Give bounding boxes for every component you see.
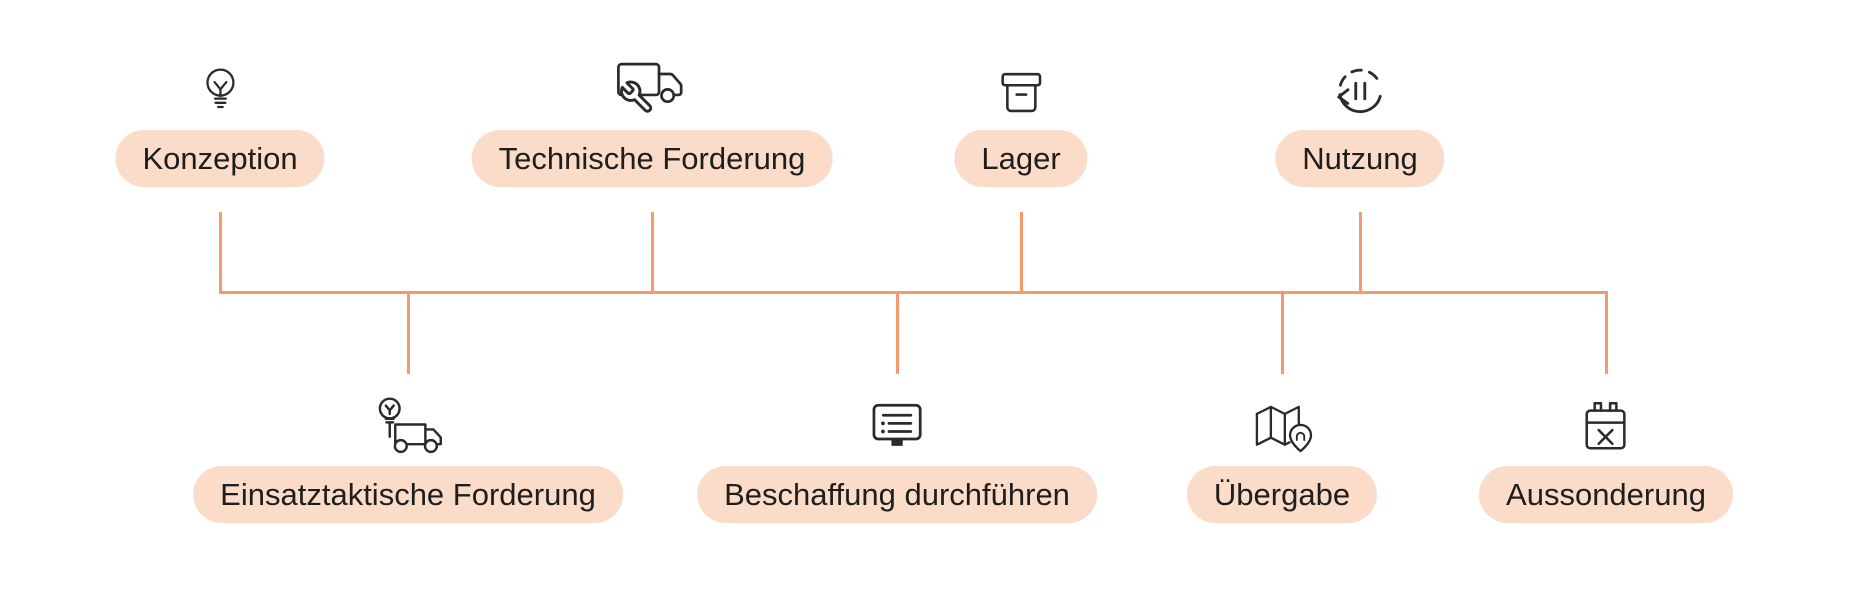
- stage-pill-beschaffung: Beschaffung durchführen: [697, 466, 1097, 523]
- pause-cycle-icon: [1329, 50, 1391, 122]
- connector-nutzung: [1358, 212, 1362, 291]
- stage-technische-forderung: Technische Forderung: [471, 50, 833, 187]
- connector-lager: [1019, 212, 1023, 291]
- stage-aussonderung: Aussonderung: [1479, 388, 1733, 523]
- stage-konzeption: Konzeption: [115, 50, 325, 187]
- stage-pill-nutzung: Nutzung: [1275, 130, 1445, 187]
- map-pin-icon: [1247, 388, 1317, 454]
- lightbulb-icon: [195, 50, 245, 122]
- stage-uebergabe: Übergabe: [1186, 388, 1378, 523]
- stage-lager: Lager: [954, 50, 1088, 187]
- connector-aussonderung: [1604, 294, 1608, 374]
- stage-beschaffung: Beschaffung durchführen: [697, 388, 1097, 523]
- stage-pill-aussonderung: Aussonderung: [1479, 466, 1733, 523]
- truck-wrench-icon: [610, 50, 694, 122]
- connector-technische-forderung: [650, 212, 654, 291]
- timeline-trunk-line: [218, 291, 1608, 294]
- stage-pill-konzeption: Konzeption: [115, 130, 325, 187]
- stage-label: Konzeption: [142, 141, 298, 176]
- stage-nutzung: Nutzung: [1275, 50, 1445, 187]
- stage-einsatztaktische-forderung: Einsatztaktische Forderung: [193, 388, 623, 523]
- stage-label: Lager: [981, 141, 1061, 176]
- stage-pill-uebergabe: Übergabe: [1186, 466, 1378, 523]
- connector-beschaffung: [895, 294, 899, 374]
- connector-konzeption: [218, 212, 222, 291]
- stage-pill-einsatztaktische-forderung: Einsatztaktische Forderung: [193, 466, 623, 523]
- stage-label: Einsatztaktische Forderung: [220, 477, 596, 512]
- stage-pill-technische-forderung: Technische Forderung: [471, 130, 833, 187]
- stage-label: Beschaffung durchführen: [724, 477, 1070, 512]
- calendar-x-icon: [1579, 388, 1634, 454]
- truck-lightbulb-icon: [371, 388, 445, 454]
- connector-uebergabe: [1280, 294, 1284, 374]
- storage-box-icon: [993, 50, 1049, 122]
- stage-label: Nutzung: [1302, 141, 1418, 176]
- connector-einsatztaktische-forderung: [406, 294, 410, 374]
- monitor-checklist-icon: [867, 388, 927, 454]
- stage-pill-lager: Lager: [954, 130, 1088, 187]
- stage-label: Übergabe: [1213, 477, 1351, 512]
- stage-label: Technische Forderung: [498, 141, 806, 176]
- stage-label: Aussonderung: [1506, 477, 1706, 512]
